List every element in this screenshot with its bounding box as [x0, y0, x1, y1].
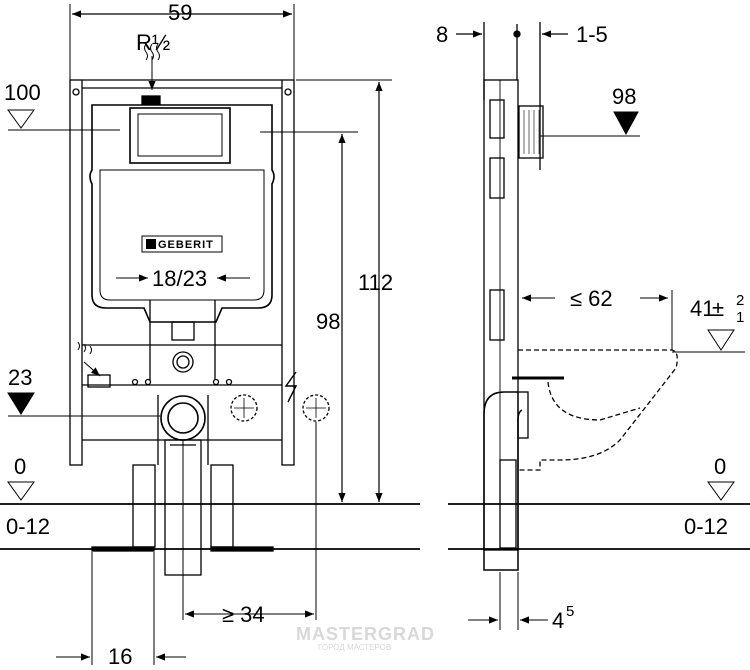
cistern [89, 104, 275, 323]
dim-width-59: 59 [168, 0, 192, 25]
dim-seat-tol-minus: 1 [736, 309, 744, 326]
flush-pipe-connector [172, 351, 194, 373]
side-annotations [448, 111, 750, 630]
side-view [456, 22, 678, 571]
dim-height-98: 98 [316, 309, 340, 334]
watermark: MASTERGRAD [296, 624, 435, 644]
dim-level-0-left: 0 [14, 454, 26, 479]
front-view: GEBERIT [69, 4, 330, 576]
dim-pipe-4: 4 [552, 608, 564, 633]
dim-offset-1-5: 1-5 [576, 22, 608, 47]
front-annotations [0, 43, 420, 665]
dim-seat-pm: ± [712, 296, 724, 321]
dim-pipe-4-sup: 5 [566, 603, 574, 620]
socket-box-2 [302, 394, 330, 422]
dim-floor-0-12-left: 0-12 [6, 514, 50, 539]
dim-depth-8: 8 [436, 22, 448, 47]
side-drain-bend [483, 391, 523, 571]
dim-rail-18-23: 18/23 [152, 266, 207, 291]
brand-label: GEBERIT [158, 239, 214, 251]
socket-box-1 [230, 394, 258, 422]
side-frame [483, 79, 519, 551]
dim-height-112: 112 [358, 270, 393, 295]
dim-supply-r-half: R½ [136, 30, 170, 55]
frame-left-post [69, 79, 83, 466]
dim-offset-34: ≥ 34 [222, 602, 265, 627]
dim-seat-height-41: 41 [690, 296, 714, 321]
dim-max-62: ≤ 62 [570, 286, 613, 311]
dim-seat-tol-plus: 2 [736, 292, 744, 309]
dim-foot-16: 16 [108, 644, 132, 669]
brand-plate [141, 235, 223, 253]
dim-floor-0-12-right: 0-12 [684, 514, 728, 539]
side-flush-plate [518, 105, 544, 159]
dim-level-100: 100 [4, 80, 41, 105]
dim-level-98-right: 98 [612, 84, 636, 109]
dim-level-0-right: 0 [714, 454, 726, 479]
watermark-sub: ГОРОД МАСТЕРОВ [318, 643, 391, 652]
dim-level-23: 23 [8, 365, 32, 390]
flush-plate-opening [129, 107, 231, 164]
wall-hung-pan [518, 349, 678, 471]
frame-right-post [281, 79, 295, 466]
